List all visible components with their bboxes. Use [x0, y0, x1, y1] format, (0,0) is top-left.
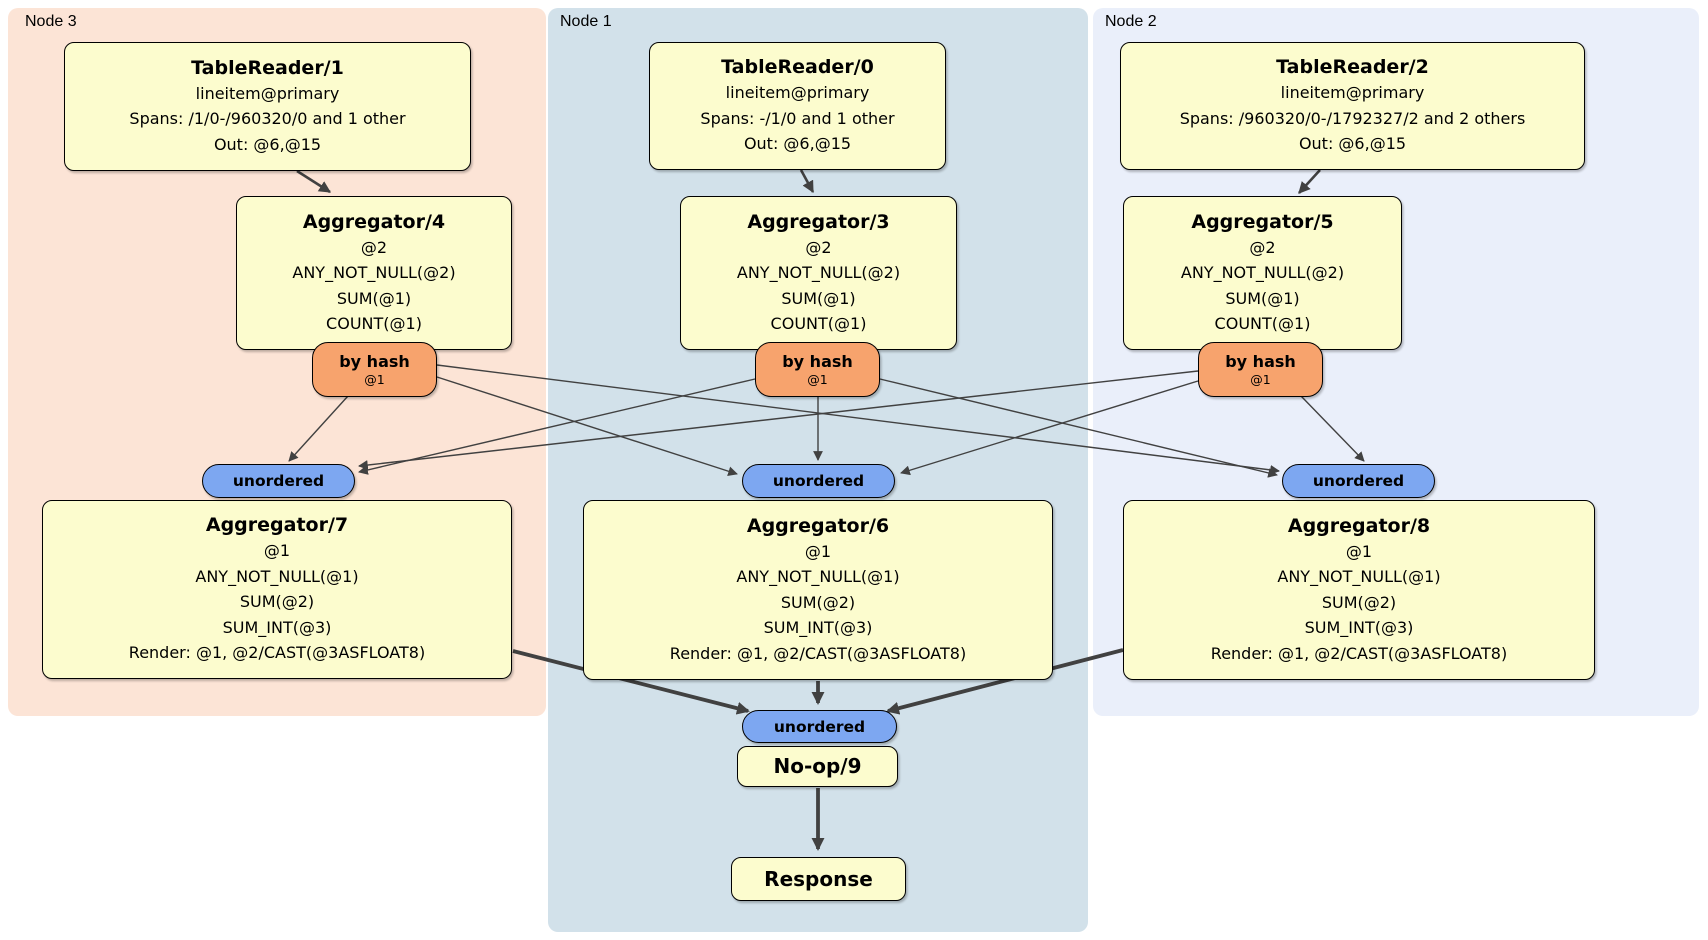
node-detail: lineitem@primary	[195, 83, 340, 103]
router-by-hash-3: by hash @1	[755, 342, 880, 397]
sync-unordered-8: unordered	[1282, 464, 1435, 498]
node-detail: Render: @1, @2/CAST(@3ASFLOAT8)	[1210, 643, 1508, 663]
edge-tablereader0-aggregator3	[799, 169, 815, 194]
node-detail: SUM(@2)	[780, 592, 856, 612]
sync-unordered-9: unordered	[742, 710, 897, 743]
edge-tablereader1-aggregator4	[296, 169, 332, 194]
node-detail: SUM(@1)	[781, 288, 856, 308]
router-column: @1	[364, 372, 385, 387]
node-title: Aggregator/4	[302, 210, 446, 233]
node-tablereader-2: TableReader/2 lineitem@primary Spans: /9…	[1120, 42, 1585, 170]
node-detail: SUM(@2)	[1321, 592, 1397, 612]
node-detail: SUM_INT(@3)	[1304, 618, 1414, 638]
node-detail: @1	[804, 541, 832, 561]
edge-router5-sync8	[1300, 395, 1365, 462]
node-detail: @2	[360, 237, 388, 257]
router-by-hash-5: by hash @1	[1198, 342, 1323, 397]
node-detail: SUM_INT(@3)	[222, 617, 332, 637]
node-detail: lineitem@primary	[725, 83, 870, 103]
node-detail: ANY_NOT_NULL(@1)	[1277, 567, 1441, 587]
node-detail: Spans: /1/0-/960320/0 and 1 other	[129, 109, 406, 129]
edge-router4-sync6	[436, 376, 738, 476]
cluster-label-node-3: Node 3	[25, 13, 77, 30]
node-noop-9: No-op/9	[737, 746, 898, 787]
node-detail: ANY_NOT_NULL(@1)	[736, 567, 900, 587]
edge-tablereader2-aggregator5	[1298, 169, 1321, 194]
node-detail: Spans: -/1/0 and 1 other	[700, 108, 895, 128]
node-detail: ANY_NOT_NULL(@2)	[292, 263, 456, 282]
node-detail: SUM(@1)	[336, 288, 412, 308]
node-detail: COUNT(@1)	[1214, 314, 1311, 333]
node-title: Aggregator/7	[205, 514, 349, 537]
router-label: by hash	[782, 352, 853, 371]
node-detail: SUM(@2)	[239, 592, 315, 612]
sync-unordered-7: unordered	[202, 464, 355, 498]
node-response: Response	[731, 857, 906, 901]
node-detail: ANY_NOT_NULL(@1)	[195, 566, 359, 586]
node-detail: SUM_INT(@3)	[763, 618, 873, 638]
router-column: @1	[807, 372, 828, 387]
node-detail: lineitem@primary	[1280, 83, 1425, 103]
node-detail: @1	[1345, 541, 1373, 561]
node-title: TableReader/0	[721, 56, 874, 79]
node-tablereader-1: TableReader/1 lineitem@primary Spans: /1…	[64, 42, 471, 171]
node-title: Aggregator/6	[746, 514, 890, 537]
node-detail: Render: @1, @2/CAST(@3ASFLOAT8)	[669, 643, 967, 663]
edge-router5-sync7	[358, 370, 1199, 470]
node-aggregator-8: Aggregator/8 @1 ANY_NOT_NULL(@1) SUM(@2)…	[1123, 500, 1595, 680]
edge-aggregator7-sync9	[512, 649, 750, 715]
node-tablereader-0: TableReader/0 lineitem@primary Spans: -/…	[649, 42, 946, 170]
node-detail: ANY_NOT_NULL(@2)	[1180, 263, 1345, 282]
cluster-label-node-1: Node 1	[560, 13, 612, 30]
edge-router4-sync8	[436, 364, 1280, 475]
node-detail: Spans: /960320/0-/1792327/2 and 2 others	[1179, 108, 1526, 128]
node-detail: @2	[1249, 237, 1276, 257]
node-detail: Out: @6,@15	[213, 134, 322, 154]
router-by-hash-4: by hash @1	[312, 342, 437, 397]
edge-router3-sync7	[358, 378, 756, 475]
node-detail: SUM(@1)	[1225, 288, 1300, 308]
router-column: @1	[1250, 372, 1271, 387]
node-aggregator-5: Aggregator/5 @2 ANY_NOT_NULL(@2) SUM(@1)…	[1123, 196, 1402, 350]
node-title: No-op/9	[773, 754, 862, 778]
node-aggregator-7: Aggregator/7 @1 ANY_NOT_NULL(@1) SUM(@2)…	[42, 500, 512, 679]
node-aggregator-4: Aggregator/4 @2 ANY_NOT_NULL(@2) SUM(@1)…	[236, 196, 512, 350]
edge-aggregator8-sync9	[886, 648, 1124, 715]
cluster-label-node-2: Node 2	[1105, 13, 1157, 30]
node-title: Aggregator/5	[1191, 210, 1334, 233]
edge-router3-sync8	[879, 378, 1278, 478]
node-detail: @2	[805, 237, 832, 257]
node-detail: Out: @6,@15	[1298, 134, 1407, 154]
node-detail: @1	[263, 541, 291, 561]
node-title: Response	[764, 866, 873, 891]
node-detail: COUNT(@1)	[326, 314, 422, 333]
node-title: TableReader/2	[1276, 56, 1429, 79]
node-detail: Out: @6,@15	[743, 134, 852, 154]
router-label: by hash	[1225, 352, 1296, 371]
sync-unordered-6: unordered	[742, 464, 895, 498]
edge-router4-sync7	[288, 395, 349, 462]
node-aggregator-6: Aggregator/6 @1 ANY_NOT_NULL(@1) SUM(@2)…	[583, 500, 1053, 680]
router-label: by hash	[339, 352, 410, 371]
edge-router5-sync6	[900, 380, 1199, 476]
node-title: Aggregator/3	[747, 210, 890, 233]
node-title: Aggregator/8	[1287, 514, 1431, 537]
node-detail: ANY_NOT_NULL(@2)	[736, 263, 901, 282]
node-detail: Render: @1, @2/CAST(@3ASFLOAT8)	[128, 643, 426, 663]
node-aggregator-3: Aggregator/3 @2 ANY_NOT_NULL(@2) SUM(@1)…	[680, 196, 957, 350]
node-title: TableReader/1	[191, 56, 344, 79]
node-detail: COUNT(@1)	[770, 314, 867, 333]
